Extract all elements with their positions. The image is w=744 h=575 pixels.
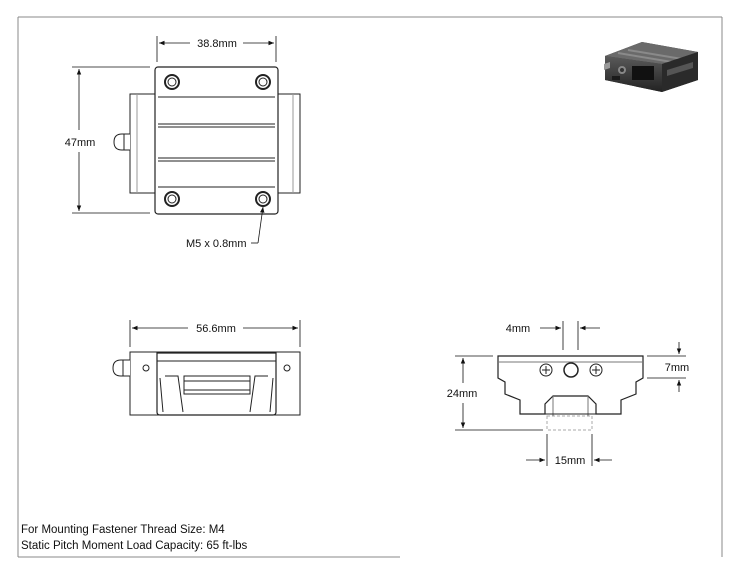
- note-moment-load: Static Pitch Moment Load Capacity: 65 ft…: [21, 540, 248, 552]
- dim-top-offset-end: [647, 342, 686, 392]
- mounting-hole: [255, 191, 271, 207]
- side-view: [112, 351, 301, 416]
- dim-rail-width-label: 15mm: [555, 455, 586, 467]
- dim-width-top: [156, 36, 277, 62]
- dim-height-top: [72, 66, 150, 214]
- end-view-rail-hidden: [546, 415, 593, 431]
- hole-callout-label: M5 x 0.8mm: [186, 238, 247, 250]
- sheet-border: [17, 16, 723, 558]
- dim-width-label: 38.8mm: [197, 38, 237, 50]
- end-view-block: [497, 355, 644, 415]
- dim-rail-width-end: [526, 434, 612, 466]
- mounting-hole: [164, 74, 180, 90]
- dim-length-label: 56.6mm: [196, 323, 236, 335]
- hole-callout-leader: [251, 206, 265, 244]
- grease-nipple-side: [112, 359, 130, 377]
- mounting-hole: [255, 74, 271, 90]
- isometric-preview: [604, 42, 698, 92]
- end-view: [497, 355, 644, 431]
- top-view-block: [154, 66, 279, 215]
- mounting-hole: [164, 191, 180, 207]
- note-fastener-thread: For Mounting Fastener Thread Size: M4: [21, 524, 225, 536]
- dim-total-height-end: [455, 355, 543, 431]
- end-seal-screw: [539, 363, 553, 377]
- dim-hole-spacing-end: [540, 321, 600, 350]
- dim-total-height-label: 24mm: [447, 388, 478, 400]
- top-view: [113, 66, 301, 215]
- end-seal-screw: [589, 363, 603, 377]
- dim-height-label: 47mm: [65, 137, 96, 149]
- dim-hole-spacing-label: 4mm: [506, 323, 530, 335]
- grease-port: [563, 362, 579, 378]
- dim-length-side: [129, 320, 301, 347]
- grease-nipple-top: [113, 133, 130, 151]
- dim-top-offset-label: 7mm: [665, 362, 689, 374]
